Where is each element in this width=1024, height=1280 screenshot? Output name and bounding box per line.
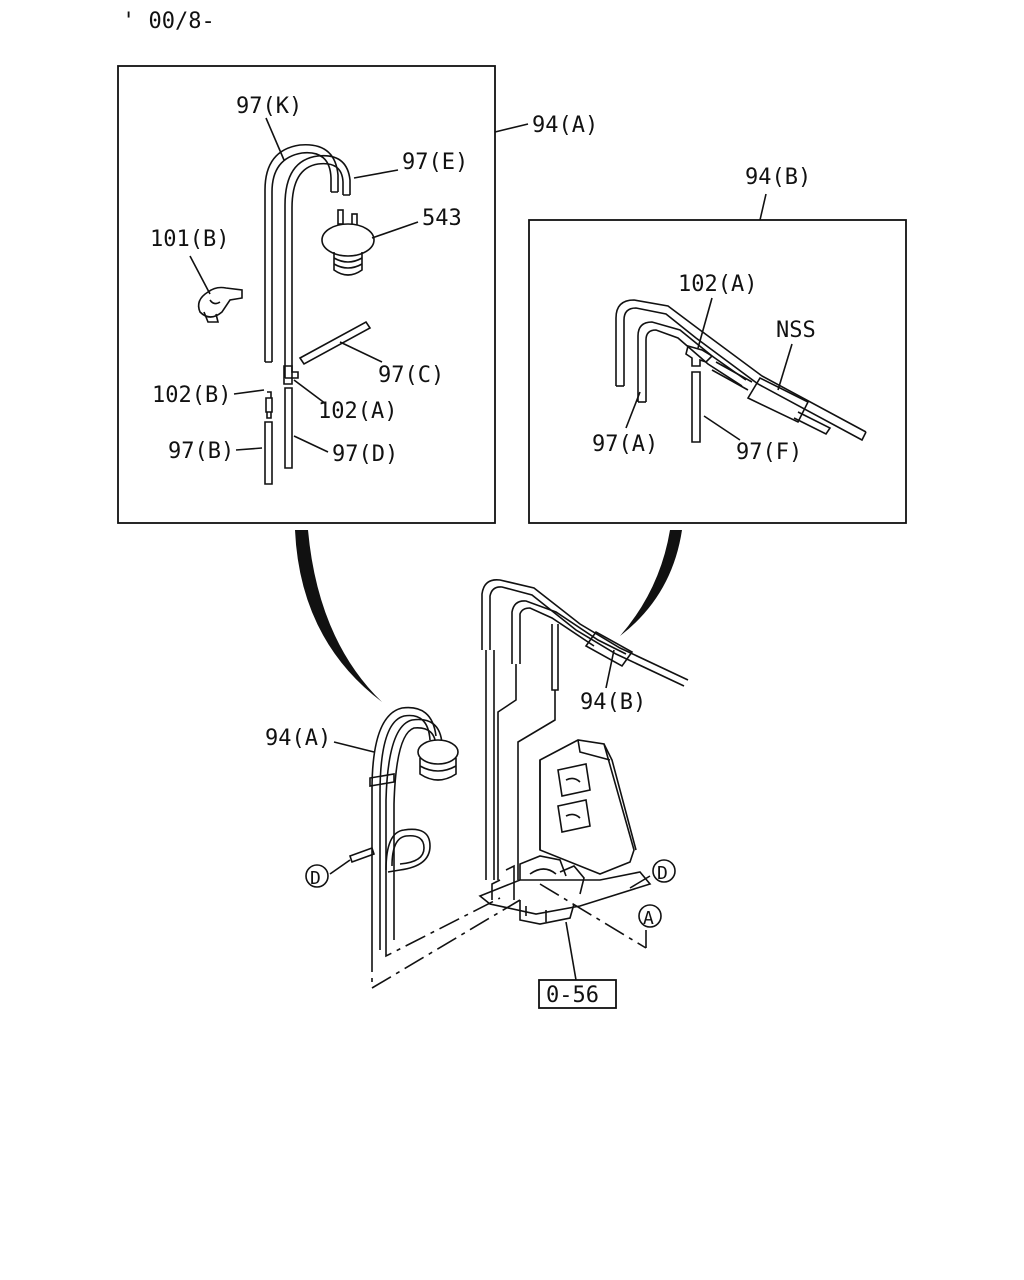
leader-102a-b [697, 297, 713, 349]
main-leader-94b [605, 649, 615, 689]
main-nss-sleeve [584, 630, 634, 668]
hose-97k-outer-inner-edge [271, 151, 332, 362]
leader-102a [293, 379, 327, 405]
hose-bottom-ends [265, 361, 292, 379]
leader-97f [703, 415, 741, 441]
label-97e: 97(E) [402, 150, 468, 175]
hose-97k-outer [264, 144, 339, 362]
inset-a-frame [117, 65, 496, 524]
main-hose-a-clip [369, 773, 395, 787]
label-101b: 101(B) [150, 227, 229, 252]
hose-end-lower [793, 411, 832, 436]
route-line-1 [485, 650, 495, 880]
route-line-3 [517, 690, 556, 880]
ref-d-left: D [310, 868, 321, 889]
ref-d-left-circle [305, 864, 329, 888]
ref-box-frame [538, 979, 617, 1009]
route-line-2 [497, 664, 517, 880]
inset-b-callout-leader [759, 193, 767, 221]
label-102a: 102(A) [318, 399, 397, 424]
main-switch-543 [417, 739, 459, 781]
main-hose-a-outer [371, 706, 437, 950]
main-hose-b-outer [481, 578, 689, 681]
label-102a-b: 102(A) [678, 272, 757, 297]
main-hose-a-inner-edge [393, 727, 437, 940]
main-leader-94a [333, 741, 375, 753]
label-543: 543 [422, 206, 462, 231]
main-label-94b: 94(B) [580, 690, 646, 715]
leader-nss [777, 343, 793, 391]
label-nss: NSS [776, 318, 816, 343]
label-97b: 97(B) [168, 439, 234, 464]
nss-sleeve [746, 376, 810, 424]
hose-97e [284, 154, 351, 378]
label-97d: 97(D) [332, 442, 398, 467]
hose-ends [331, 191, 350, 196]
switch-543 [321, 209, 375, 276]
ref-d-right-circle [652, 859, 676, 883]
label-97f: 97(F) [736, 440, 802, 465]
label-97c: 97(C) [378, 363, 444, 388]
label-97a: 97(A) [592, 432, 658, 457]
ref-d-right: D [657, 863, 668, 884]
leader-97d [293, 435, 329, 453]
main-hose-b-outer-edge [489, 586, 685, 687]
joint-102b [265, 391, 273, 419]
main-hose-f [551, 624, 559, 691]
tee-102a-b [685, 345, 714, 367]
dash-line-1 [371, 899, 521, 990]
hose-97d [284, 387, 293, 469]
main-hose-loop [385, 828, 431, 873]
base-assembly [478, 855, 652, 925]
ref-a: A [643, 908, 654, 929]
hose-97e-inner-edge [291, 162, 344, 378]
main-hose-b-inner-edge [519, 607, 595, 664]
hose-97a-outer-edge [623, 307, 867, 442]
leader-97c [339, 341, 383, 363]
main-hose-b-inner [511, 600, 627, 664]
leader-102b [233, 389, 265, 395]
main-hose-loop-inner [391, 834, 425, 867]
dash-line-2 [385, 897, 501, 958]
inset-b-callout: 94(B) [745, 165, 811, 190]
zoom-crescent-left [295, 530, 382, 702]
tee-102a [283, 365, 299, 385]
clip-101b [197, 286, 243, 323]
main-assembly: 94(B) 94(A) D [265, 578, 689, 1009]
leader-97b [235, 447, 263, 451]
inset-a: 94(A) 97(K) 97(E) 543 101(B) [117, 65, 598, 524]
ref-d-right-leader [629, 875, 651, 889]
ref-box-leader [565, 921, 577, 981]
main-leader-d-left [329, 859, 351, 875]
ref-box-label: 0-56 [546, 983, 599, 1008]
hose-97a-outer [615, 299, 867, 433]
inset-a-callout: 94(A) [532, 113, 598, 138]
ref-a-circle [638, 904, 662, 928]
leader-97a [625, 391, 641, 429]
main-hose-d-end [348, 846, 376, 864]
date-code: ' 00/8- [122, 9, 215, 34]
leader-97k [265, 117, 285, 161]
hose-97f [691, 371, 701, 443]
main-label-94a: 94(A) [265, 726, 331, 751]
label-102b: 102(B) [152, 383, 231, 408]
bracket [539, 739, 637, 875]
leader-101b [189, 255, 211, 295]
main-hose-a-outer-edge [379, 714, 431, 950]
hose-97a-inner [637, 321, 747, 402]
inset-b-frame [528, 219, 907, 524]
leader-97e [353, 169, 399, 179]
hose-97a-inner-edge [645, 329, 743, 402]
hose-mid [711, 361, 753, 391]
hose-97b [264, 421, 273, 485]
zoom-crescent-right [620, 530, 682, 636]
inset-a-callout-leader [494, 123, 529, 133]
dash-line-a [539, 883, 647, 949]
inset-b: 94(B) NSS 102(A) 97(F) 97(A) [528, 165, 907, 524]
label-97k: 97(K) [236, 94, 302, 119]
hose-97c [298, 320, 372, 366]
leader-543 [371, 221, 419, 239]
